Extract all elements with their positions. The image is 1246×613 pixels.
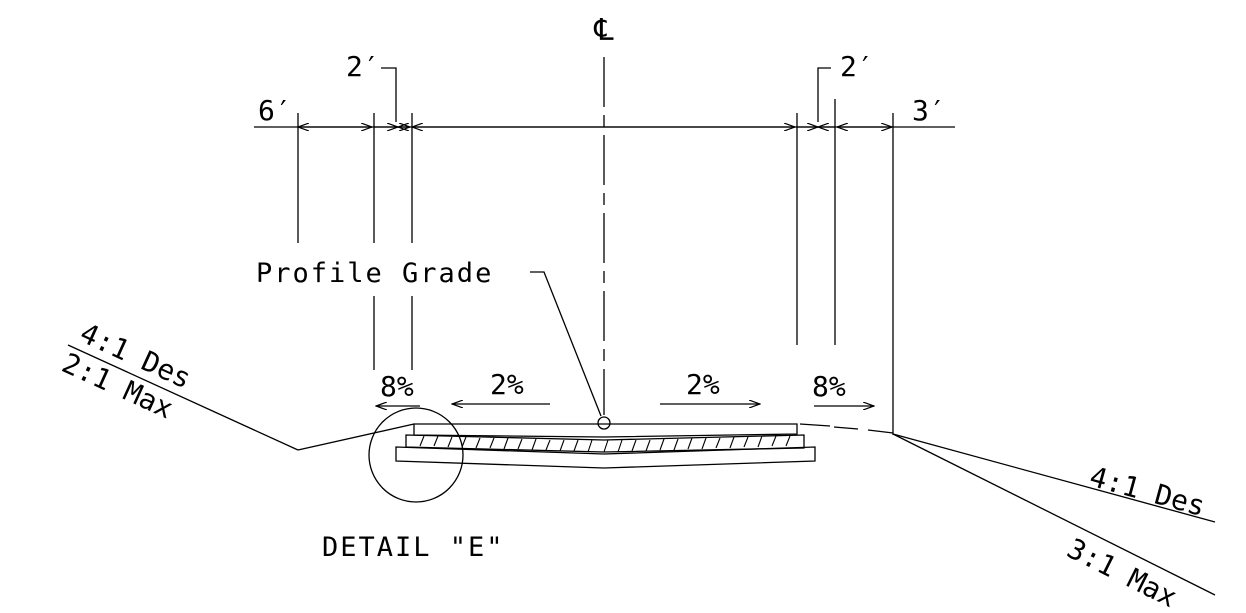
left-lane-slope: 2% — [490, 368, 524, 401]
right-offset-dim: 3′ — [912, 94, 946, 127]
gap-leaders — [381, 67, 831, 122]
detail-circle — [368, 407, 464, 503]
detail-label: DETAIL "E" — [322, 532, 505, 563]
left-shoulder-slope: 8% — [380, 370, 414, 403]
ground-lines — [67, 344, 1216, 596]
centerline-symbol: ℄ — [593, 13, 614, 48]
pavement-section — [395, 423, 816, 469]
left-offset-dim: 6′ — [258, 94, 292, 127]
right-desirable-slope: 4:1 Des — [1086, 460, 1209, 523]
profile-grade-point — [597, 416, 611, 430]
extension-lines — [297, 99, 894, 435]
right-shoulder-slope: 8% — [812, 370, 846, 403]
right-gap-dim: 2′ — [840, 50, 874, 83]
right-lane-slope: 2% — [686, 368, 720, 401]
slope-arrows — [376, 404, 874, 406]
profile-grade-label: Profile Grade — [256, 258, 493, 289]
left-gap-dim: 2′ — [346, 50, 380, 83]
profile-grade-leader — [530, 271, 602, 417]
right-max-slope: 3:1 Max — [1062, 532, 1182, 613]
